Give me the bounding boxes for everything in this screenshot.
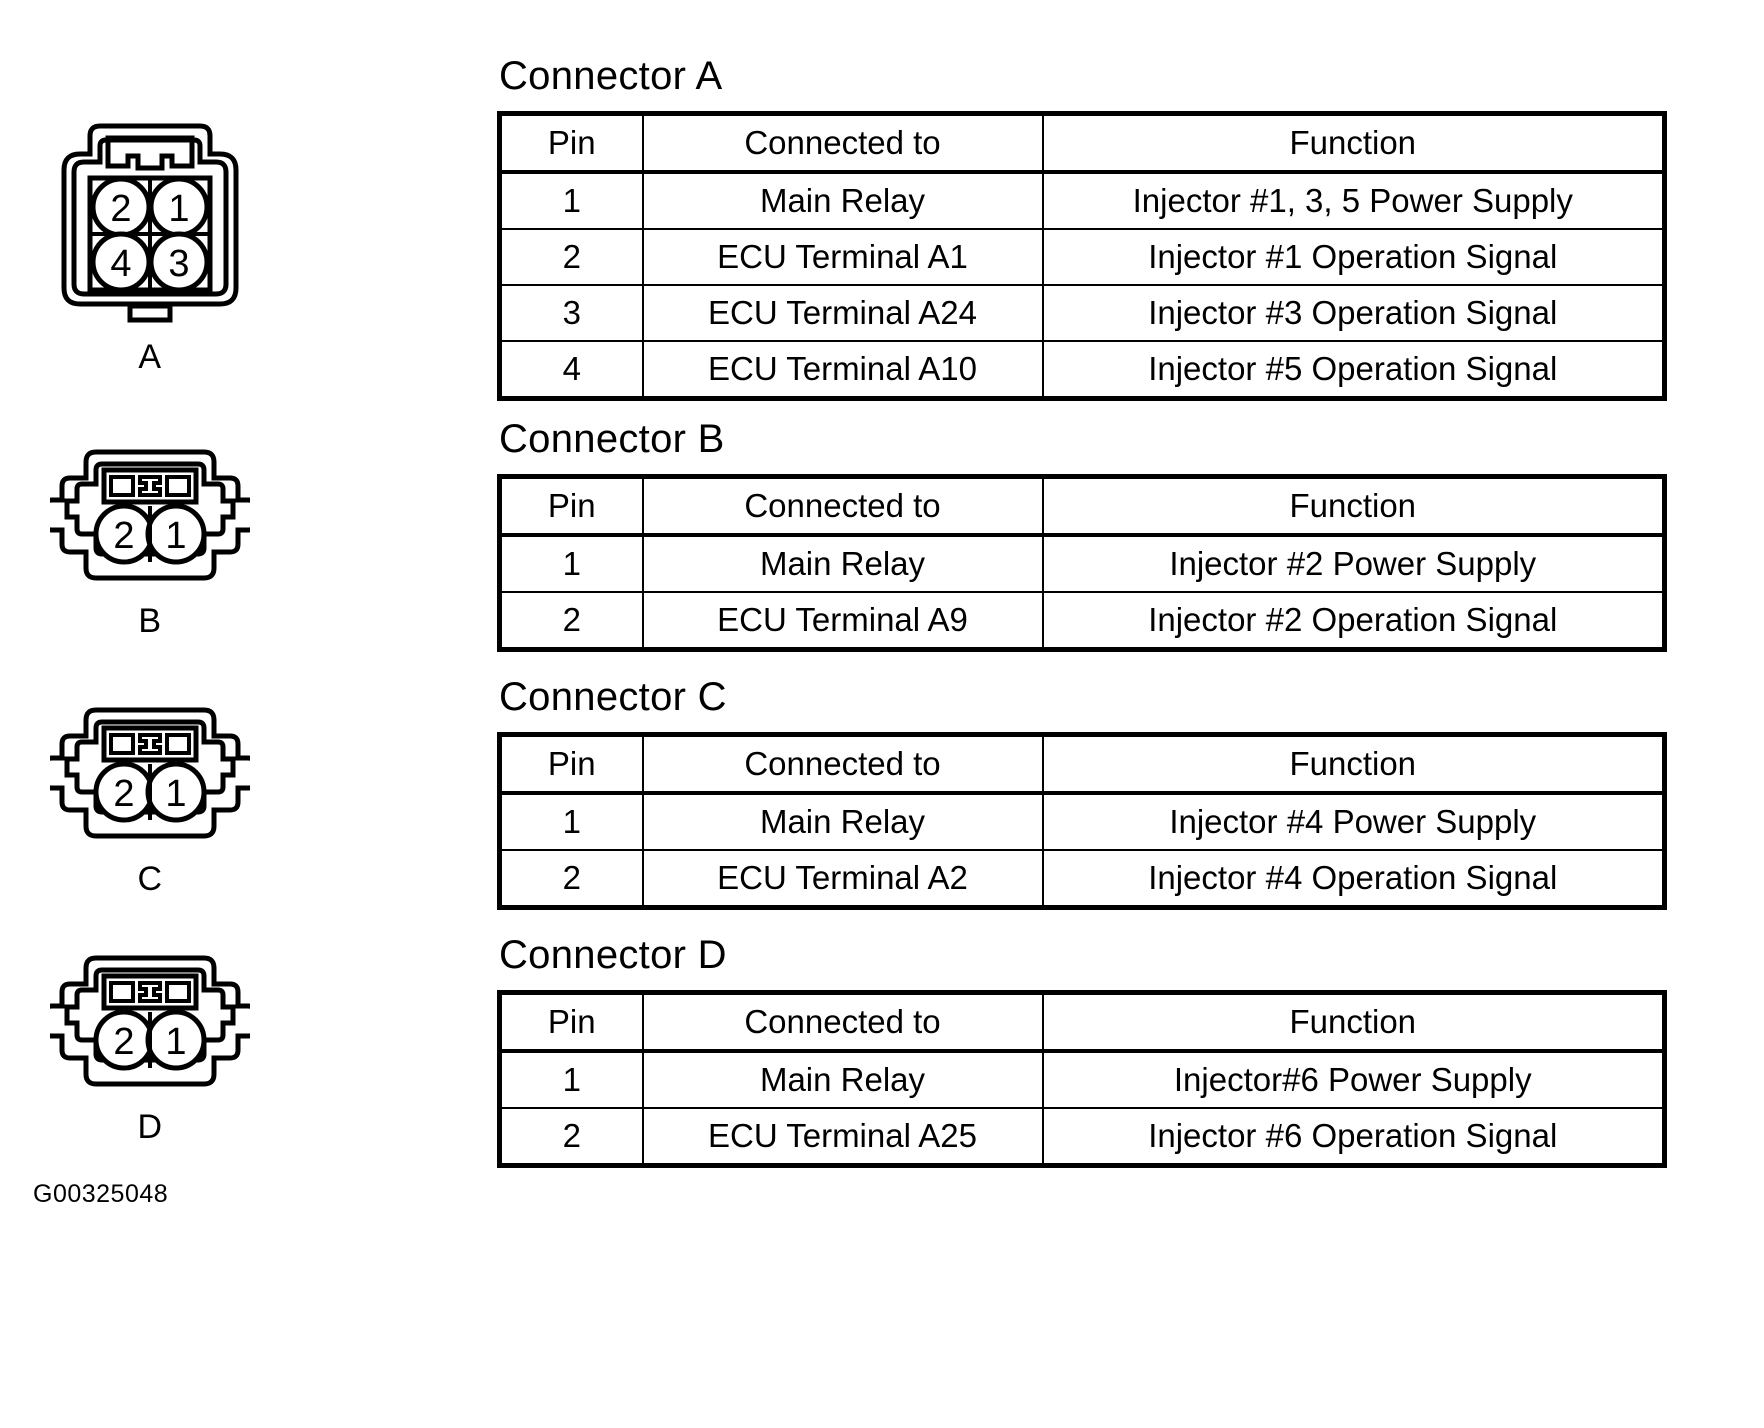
column-header-pin: Pin	[498, 112, 644, 173]
pin-label: 2	[113, 1021, 134, 1063]
pin-label: 4	[110, 243, 131, 285]
column-header-function: Function	[1041, 112, 1666, 173]
connector-d-face-icon: 2 1	[50, 955, 250, 1087]
cell-pin: 1	[498, 170, 644, 230]
connector-b-table: Pin Connected to Function 1 Main Relay I…	[497, 474, 1667, 652]
cell-connected-to: ECU Terminal A10	[641, 340, 1044, 400]
connector-figures-panel: 2 1 4 3 A	[0, 0, 470, 1428]
column-header-connected-to: Connected to	[641, 991, 1044, 1052]
cell-connected-to: ECU Terminal A1	[641, 228, 1044, 286]
pin-label: 2	[113, 515, 134, 557]
table-row: 1 Main Relay Injector #1, 3, 5 Power Sup…	[498, 170, 1666, 230]
connector-a-face-icon: 2 1 4 3	[61, 123, 239, 323]
connector-figure-c: 2 1 C	[0, 696, 300, 896]
cell-function: Injector #2 Power Supply	[1041, 533, 1666, 593]
column-header-pin: Pin	[498, 991, 644, 1052]
column-header-function: Function	[1041, 475, 1666, 536]
connector-block-c: Connector C Pin Connected to Function 1 …	[497, 675, 1667, 910]
cell-connected-to: ECU Terminal A25	[641, 1107, 1044, 1167]
table-header-row: Pin Connected to Function	[498, 475, 1666, 536]
table-header-row: Pin Connected to Function	[498, 733, 1666, 794]
table-row: 3 ECU Terminal A24 Injector #3 Operation…	[498, 284, 1666, 342]
connector-a-title: Connector A	[499, 54, 723, 98]
table-row: 2 ECU Terminal A1 Injector #1 Operation …	[498, 228, 1666, 286]
connector-c-table: Pin Connected to Function 1 Main Relay I…	[497, 732, 1667, 910]
pin-label: 1	[165, 515, 186, 557]
cell-connected-to: ECU Terminal A9	[641, 591, 1044, 651]
table-header-row: Pin Connected to Function	[498, 991, 1666, 1052]
cell-function: Injector #4 Operation Signal	[1041, 849, 1666, 909]
column-header-connected-to: Connected to	[641, 112, 1044, 173]
pin-label: 3	[168, 243, 189, 285]
table-row: 2 ECU Terminal A9 Injector #2 Operation …	[498, 591, 1666, 651]
pin-label: 2	[110, 188, 131, 230]
pin-label: 2	[113, 773, 134, 815]
connector-block-a: Connector A Pin Connected to Function 1 …	[497, 54, 1667, 401]
connector-figure-caption: C	[137, 860, 163, 898]
connector-figure-caption: A	[138, 338, 162, 376]
connector-b-face-icon: 2 1	[50, 449, 250, 581]
column-header-pin: Pin	[498, 475, 644, 536]
connector-d-title: Connector D	[499, 933, 727, 977]
column-header-connected-to: Connected to	[641, 475, 1044, 536]
cell-pin: 2	[498, 849, 644, 909]
column-header-function: Function	[1041, 733, 1666, 794]
table-row: 2 ECU Terminal A2 Injector #4 Operation …	[498, 849, 1666, 909]
connector-b-title: Connector B	[499, 417, 725, 461]
cell-connected-to: Main Relay	[641, 1049, 1044, 1109]
pin-label: 1	[165, 773, 186, 815]
cell-connected-to: Main Relay	[641, 170, 1044, 230]
cell-connected-to: ECU Terminal A2	[641, 849, 1044, 909]
connector-figure-caption: D	[137, 1108, 163, 1146]
table-row: 1 Main Relay Injector #2 Power Supply	[498, 533, 1666, 593]
connector-figure-a: 2 1 4 3 A	[0, 104, 300, 374]
cell-pin: 2	[498, 1107, 644, 1167]
cell-function: Injector#6 Power Supply	[1041, 1049, 1666, 1109]
table-row: 2 ECU Terminal A25 Injector #6 Operation…	[498, 1107, 1666, 1167]
cell-pin: 3	[498, 284, 644, 342]
connector-d-table: Pin Connected to Function 1 Main Relay I…	[497, 990, 1667, 1168]
column-header-function: Function	[1041, 991, 1666, 1052]
connector-figure-caption: B	[138, 602, 162, 640]
cell-connected-to: Main Relay	[641, 533, 1044, 593]
table-row: 4 ECU Terminal A10 Injector #5 Operation…	[498, 340, 1666, 400]
table-header-row: Pin Connected to Function	[498, 112, 1666, 173]
column-header-pin: Pin	[498, 733, 644, 794]
cell-function: Injector #1 Operation Signal	[1041, 228, 1666, 286]
connector-c-face-icon: 2 1	[50, 707, 250, 839]
cell-function: Injector #1, 3, 5 Power Supply	[1041, 170, 1666, 230]
connector-block-d: Connector D Pin Connected to Function 1 …	[497, 933, 1667, 1168]
cell-function: Injector #2 Operation Signal	[1041, 591, 1666, 651]
drawing-number: G00325048	[33, 1180, 169, 1208]
cell-connected-to: ECU Terminal A24	[641, 284, 1044, 342]
table-row: 1 Main Relay Injector#6 Power Supply	[498, 1049, 1666, 1109]
connector-figure-d: 2 1 D	[0, 944, 300, 1144]
cell-pin: 1	[498, 791, 644, 851]
cell-pin: 2	[498, 228, 644, 286]
table-row: 1 Main Relay Injector #4 Power Supply	[498, 791, 1666, 851]
cell-pin: 2	[498, 591, 644, 651]
cell-function: Injector #3 Operation Signal	[1041, 284, 1666, 342]
column-header-connected-to: Connected to	[641, 733, 1044, 794]
cell-pin: 1	[498, 1049, 644, 1109]
cell-function: Injector #6 Operation Signal	[1041, 1107, 1666, 1167]
pin-label: 1	[168, 188, 189, 230]
cell-function: Injector #4 Power Supply	[1041, 791, 1666, 851]
cell-function: Injector #5 Operation Signal	[1041, 340, 1666, 400]
pin-label: 1	[165, 1021, 186, 1063]
cell-pin: 1	[498, 533, 644, 593]
connector-a-table: Pin Connected to Function 1 Main Relay I…	[497, 111, 1667, 401]
connector-block-b: Connector B Pin Connected to Function 1 …	[497, 417, 1667, 652]
cell-pin: 4	[498, 340, 644, 400]
connector-figure-b: 2 1 B	[0, 438, 300, 638]
cell-connected-to: Main Relay	[641, 791, 1044, 851]
connector-c-title: Connector C	[499, 675, 727, 719]
